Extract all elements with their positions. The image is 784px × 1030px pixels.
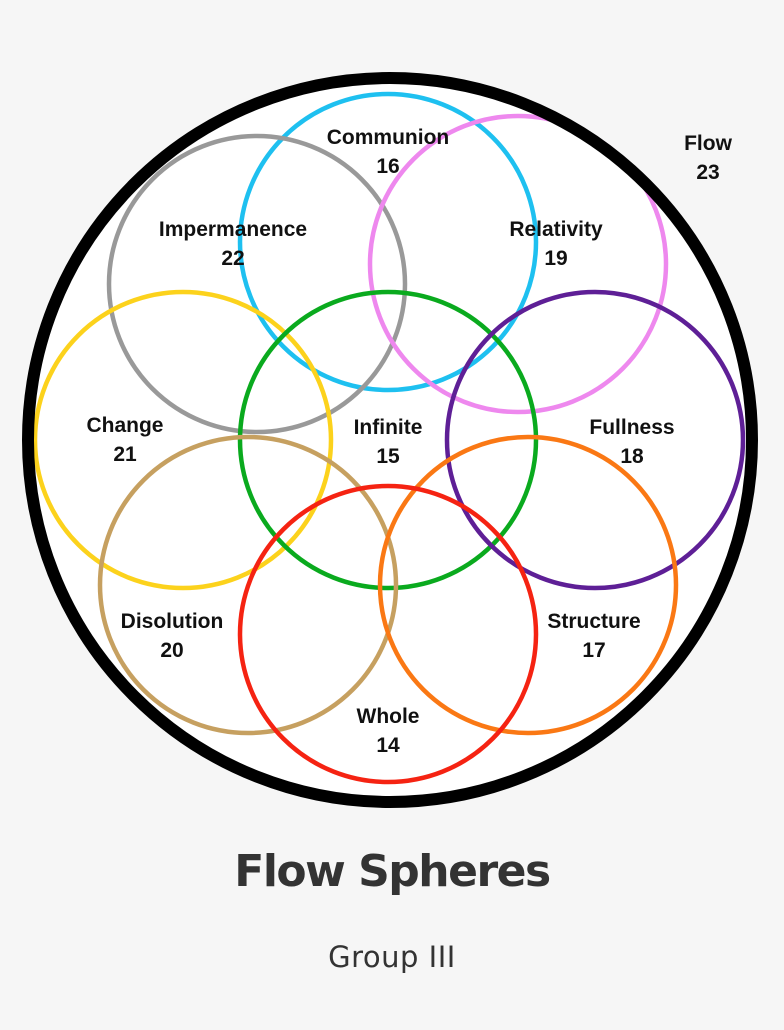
sphere-label-structure: Structure [547, 610, 640, 633]
sphere-ring-communion [237, 91, 539, 393]
sphere-ring-fullness [444, 289, 746, 591]
sphere-value-impermanence: 22 [221, 247, 244, 270]
sphere-label-disolution: Disolution [121, 610, 224, 633]
page-title: Flow Spheres [234, 846, 551, 897]
sphere-label-whole: Whole [357, 705, 420, 728]
sphere-label-communion: Communion [327, 126, 449, 149]
sphere-label-fullness: Fullness [589, 416, 674, 439]
sphere-value-infinite: 15 [376, 445, 400, 468]
sphere-label-relativity: Relativity [509, 218, 603, 241]
sphere-ring-impermanence [106, 133, 408, 435]
sphere-ring-relativity [367, 113, 669, 415]
sphere-label-infinite: Infinite [354, 416, 423, 439]
sphere-ring-infinite [237, 289, 539, 591]
outer-value-flow: 23 [696, 161, 719, 184]
outer-label-flow: Flow [684, 132, 732, 155]
outer-sphere-flow [22, 72, 758, 808]
sphere-value-fullness: 18 [620, 445, 644, 468]
sphere-value-relativity: 19 [544, 247, 567, 270]
page-subtitle: Group III [328, 940, 456, 974]
sphere-value-structure: 17 [582, 639, 605, 662]
outer-sphere-fill [28, 78, 752, 802]
sphere-value-change: 21 [113, 443, 137, 466]
sphere-label-impermanence: Impermanence [159, 218, 307, 241]
sphere-ring-structure [377, 434, 679, 736]
sphere-value-whole: 14 [376, 734, 400, 757]
sphere-label-change: Change [86, 414, 163, 437]
sphere-value-communion: 16 [376, 155, 399, 178]
sphere-ring-change [32, 289, 334, 591]
sphere-ring-whole [237, 483, 539, 785]
sphere-ring-disolution [97, 434, 399, 736]
sphere-value-disolution: 20 [160, 639, 183, 662]
